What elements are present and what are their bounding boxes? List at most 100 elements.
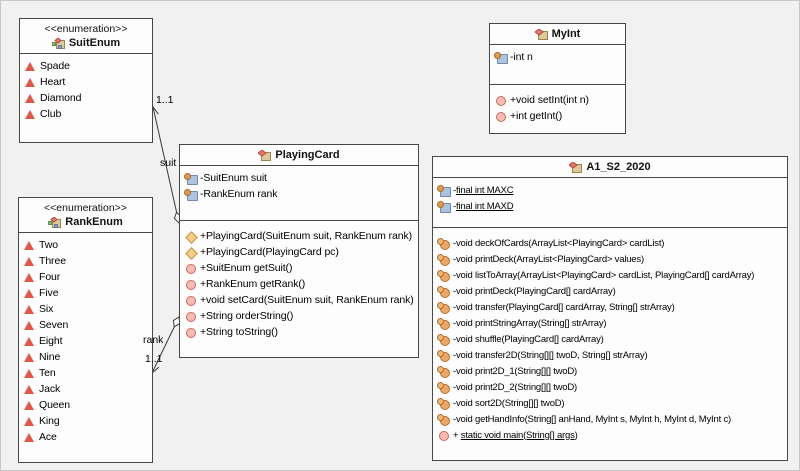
method-row[interactable]: -void printStringArray(String[] strArray… [437,315,785,331]
class-title-line: RankEnum [23,215,148,230]
class-title: MyInt [490,24,625,45]
class-name: PlayingCard [275,149,340,161]
public-method-icon [184,310,197,323]
method-row[interactable]: -void transfer(PlayingCard[] cardArray, … [437,299,785,315]
private-method-icon [437,397,450,410]
field-row[interactable]: Ten [23,365,150,381]
field-row[interactable]: Eight [23,333,150,349]
field-row[interactable]: Seven [23,317,150,333]
methods-section: -void deckOfCards(ArrayList<PlayingCard>… [433,228,787,460]
class-title-line: SuitEnum [24,36,148,51]
member-text: -void listToArray(ArrayList<PlayingCard>… [453,269,755,281]
field-row[interactable]: King [23,413,150,429]
method-row[interactable]: -void printDeck(PlayingCard[] cardArray) [437,283,785,299]
member-text: Diamond [40,92,82,104]
field-icon [437,184,451,197]
association-name-rank: rank [143,334,164,346]
method-row[interactable]: -void listToArray(ArrayList<PlayingCard>… [437,267,785,283]
private-method-icon [437,253,450,266]
member-text: +String orderString() [200,310,294,322]
field-icon [184,172,198,185]
public-method-icon [494,110,507,123]
field-row[interactable]: Jack [23,381,150,397]
field-row[interactable]: -SuitEnum suit [184,170,416,186]
method-row[interactable]: -void shuffle(PlayingCard[] cardArray) [437,331,785,347]
method-row[interactable]: +int getInt() [494,108,623,124]
class-name: RankEnum [65,216,123,228]
method-row[interactable]: +PlayingCard(PlayingCard pc) [184,244,416,260]
class-box-MyInt[interactable]: MyInt -int n +void setInt(int n) +int getIn… [489,23,626,134]
method-row[interactable]: +PlayingCard(SuitEnum suit, RankEnum ran… [184,228,416,244]
enum-constant-icon [23,367,36,380]
enum-constant-icon [23,287,36,300]
member-text: -int n [510,51,533,63]
method-row[interactable]: +void setInt(int n) [494,92,623,108]
method-row[interactable]: +RankEnum getRank() [184,276,416,292]
member-text: -void printDeck(ArrayList<PlayingCard> v… [453,253,644,265]
field-row[interactable]: Spade [24,58,150,74]
field-row[interactable]: -final int MAXC [437,182,785,198]
member-text: -void sort2D(String[][] twoD) [453,397,565,409]
member-text: Three [39,255,66,267]
field-row[interactable]: Six [23,301,150,317]
class-box-PlayingCard[interactable]: PlayingCard -SuitEnum suit-RankEnum rank +… [179,144,419,358]
stereotype-label: <<enumeration>> [44,202,127,214]
member-text: +String toString() [200,326,278,338]
enum-icon [48,217,62,228]
method-row[interactable]: -void print2D_2(String[][] twoD) [437,379,785,395]
field-icon [184,188,198,201]
member-text: -void printStringArray(String[] strArray… [453,317,607,329]
class-title: A1_S2_2020 [433,157,787,178]
class-title: PlayingCard [180,145,418,166]
public-method-icon [437,429,450,442]
field-row[interactable]: Queen [23,397,150,413]
member-text: -final int MAXD [453,200,514,212]
field-row[interactable]: Ace [23,429,150,445]
methods-section: +PlayingCard(SuitEnum suit, RankEnum ran… [180,221,418,357]
field-row[interactable]: Heart [24,74,150,90]
method-row[interactable]: -void sort2D(String[][] twoD) [437,395,785,411]
association-multiplicity-suit: 1..1 [156,94,174,106]
field-row[interactable]: Five [23,285,150,301]
enum-constant-icon [23,335,36,348]
enum-constant-icon [23,431,36,444]
field-row[interactable]: -int n [494,49,623,65]
private-method-icon [437,365,450,378]
method-row[interactable]: +void setCard(SuitEnum suit, RankEnum ra… [184,292,416,308]
public-method-icon [184,294,197,307]
enum-constant-icon [23,239,36,252]
method-row[interactable]: -void printDeck(ArrayList<PlayingCard> v… [437,251,785,267]
fields-section: -SuitEnum suit-RankEnum rank [180,166,418,221]
field-row[interactable]: Two [23,237,150,253]
field-row[interactable]: Four [23,269,150,285]
private-method-icon [437,317,450,330]
method-row[interactable]: + static void main(String[] args) [437,427,785,443]
class-icon [569,162,583,173]
member-text: Two [39,239,58,251]
field-row[interactable]: Three [23,253,150,269]
member-text: +void setInt(int n) [510,94,589,106]
member-text: +SuitEnum getSuit() [200,262,293,274]
method-row[interactable]: +SuitEnum getSuit() [184,260,416,276]
field-row[interactable]: Nine [23,349,150,365]
class-box-A1_S2_2020[interactable]: A1_S2_2020 -final int MAXC -final int MAXD… [432,156,788,461]
member-text: -void print2D_2(String[][] twoD) [453,381,578,393]
member-text: Club [40,108,62,120]
member-text: Heart [40,76,66,88]
method-row[interactable]: +String orderString() [184,308,416,324]
method-row[interactable]: -void print2D_1(String[][] twoD) [437,363,785,379]
enum-constant-icon [23,319,36,332]
field-row[interactable]: -final int MAXD [437,198,785,214]
method-row[interactable]: +String toString() [184,324,416,340]
method-row[interactable]: -void transfer2D(String[][] twoD, String… [437,347,785,363]
field-row[interactable]: Diamond [24,90,150,106]
method-row[interactable]: -void getHandInfo(String[] anHand, MyInt… [437,411,785,427]
public-method-icon [184,326,197,339]
method-row[interactable]: -void deckOfCards(ArrayList<PlayingCard>… [437,235,785,251]
field-row[interactable]: Club [24,106,150,122]
field-row[interactable]: -RankEnum rank [184,186,416,202]
